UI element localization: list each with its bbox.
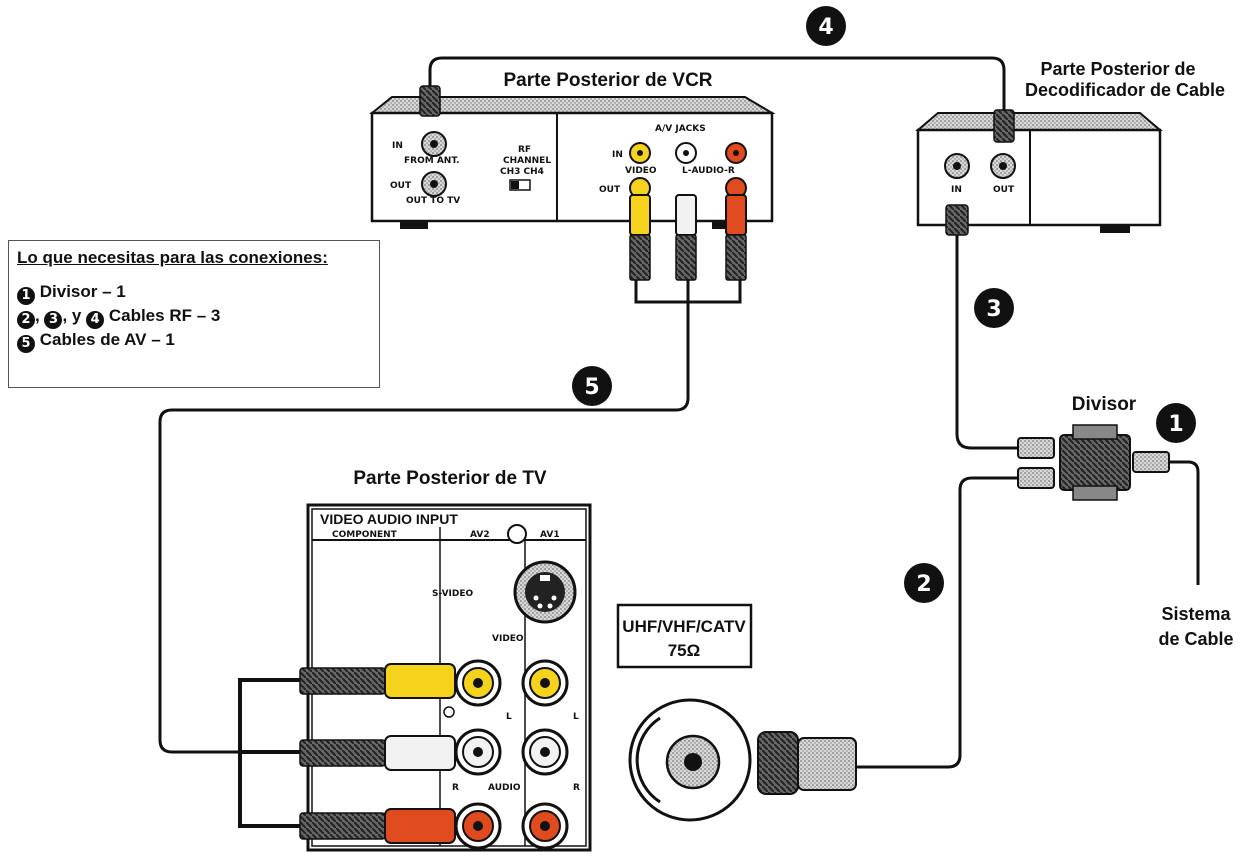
antenna-label-line1: UHF/VHF/CATV	[622, 617, 746, 636]
tv-av1-label: AV1	[540, 530, 560, 540]
vcr-out-label: OUT	[390, 181, 412, 191]
vcr-audio-label: L-AUDIO-R	[682, 166, 735, 176]
splitter	[1017, 424, 1170, 501]
number-2-icon: 2	[17, 311, 35, 329]
decoder-title-line2: Decodificador de Cable	[1025, 80, 1225, 100]
decoder-out-label: OUT	[993, 185, 1015, 195]
vcr-av-plugs	[629, 194, 747, 281]
svg-text:2: 2	[916, 572, 931, 597]
separator: , y	[62, 306, 82, 325]
vcr-rf-label: RF	[518, 145, 531, 155]
decoder-back-panel: IN OUT	[915, 112, 1163, 233]
requirement-item-rf-cables: 2, 3, y 4 Cables RF – 3	[17, 305, 371, 329]
cable-4	[428, 56, 1006, 118]
requirements-title-suffix: :	[322, 248, 328, 267]
requirement-label: Cables de AV – 1	[39, 330, 175, 349]
antenna-input: UHF/VHF/CATV 75Ω	[616, 603, 857, 822]
decoder-bottom-connector	[945, 204, 969, 236]
tv-l-left-label: L	[506, 712, 512, 722]
cable-system-line1: Sistema	[1161, 604, 1231, 624]
tv-video-label: VIDEO	[492, 634, 524, 644]
vcr-title: Parte Posterior de VCR	[503, 70, 712, 91]
tv-l-right-label: L	[573, 712, 579, 722]
cable-5	[158, 280, 742, 754]
tv-svideo-label: S-VIDEO	[432, 589, 473, 599]
decoder-title-line1: Parte Posterior de	[1040, 59, 1195, 79]
vcr-rf-connector	[419, 85, 441, 117]
svg-text:4: 4	[818, 15, 833, 40]
badge-2: 2	[904, 563, 944, 603]
badge-5: 5	[572, 366, 612, 406]
vcr-av-in-label: IN	[612, 150, 623, 160]
tv-audio-label: AUDIO	[488, 783, 521, 793]
tv-av2-label: AV2	[470, 530, 490, 540]
requirement-label: Cables RF – 3	[108, 306, 221, 325]
tv-header: VIDEO AUDIO INPUT	[320, 511, 458, 527]
svg-text:1: 1	[1168, 412, 1183, 437]
badge-3: 3	[974, 288, 1014, 328]
number-4-icon: 4	[86, 311, 105, 329]
number-1-icon: 1	[17, 287, 35, 305]
svg-text:3: 3	[986, 297, 1001, 322]
vcr-av-out-label: OUT	[599, 185, 621, 195]
requirements-title-text: Lo que necesitas para las conexiones	[17, 248, 323, 267]
vcr-av-jacks-label: A/V JACKS	[655, 124, 706, 134]
tv-av-bundle	[238, 678, 300, 828]
vcr-in-label: IN	[392, 141, 403, 151]
tv-panel-labels: VIDEO AUDIO INPUT COMPONENT AV2 AV1 S-VI…	[320, 511, 580, 793]
number-5-icon: 5	[17, 335, 35, 353]
antenna-label-line2: 75Ω	[668, 641, 701, 660]
vcr-out-to-tv-label: OUT TO TV	[406, 196, 460, 206]
vcr-video-label: VIDEO	[625, 166, 657, 176]
cable-system-line	[1168, 460, 1200, 585]
svg-text:5: 5	[584, 375, 599, 400]
requirement-item-av-cables: 5 Cables de AV – 1	[17, 329, 371, 353]
cable-system-line2: de Cable	[1158, 629, 1233, 649]
requirements-title: Lo que necesitas para las conexiones:	[17, 247, 371, 268]
badge-1: 1	[1156, 403, 1196, 443]
vcr-rf-channel-label: CHANNEL	[503, 156, 551, 166]
tv-title: Parte Posterior de TV	[353, 468, 547, 489]
cable-2	[850, 476, 1022, 769]
splitter-title: Divisor	[1072, 394, 1137, 415]
decoder-in-label: IN	[951, 185, 962, 195]
separator: ,	[35, 306, 40, 325]
decoder-top-connector	[993, 109, 1015, 143]
vcr-back-panel: IN FROM ANT. OUT OUT TO TV RF CHANNEL CH…	[369, 96, 776, 229]
vcr-from-ant-label: FROM ANT.	[404, 156, 460, 166]
number-3-icon: 3	[44, 311, 63, 329]
tv-component-label: COMPONENT	[332, 530, 398, 540]
requirements-box: Lo que necesitas para las conexiones: 1 …	[8, 240, 380, 388]
vcr-rf-ch-label: CH3 CH4	[500, 167, 544, 177]
tv-r-right-label: R	[573, 783, 580, 793]
badge-4: 4	[806, 6, 846, 46]
requirement-item-splitter: 1 Divisor – 1	[17, 281, 371, 305]
tv-av-plugs	[299, 663, 456, 844]
cable-3	[955, 228, 1020, 450]
tv-r-left-label: R	[452, 783, 459, 793]
requirement-label: Divisor – 1	[39, 282, 126, 301]
